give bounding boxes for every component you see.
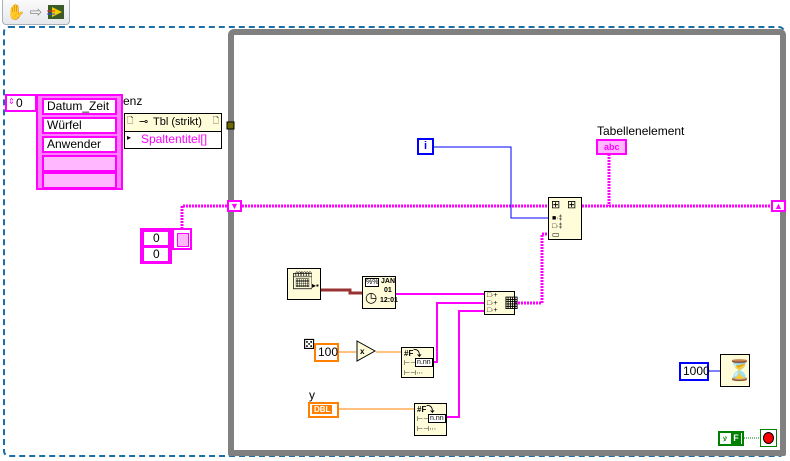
array-output-icon: ▦: [504, 294, 520, 311]
index-array-constant[interactable]: 0 0: [140, 228, 172, 264]
refnum-key-icon: ⊸: [139, 116, 149, 128]
index-value[interactable]: 0: [142, 230, 170, 247]
array-index-display[interactable]: ⇕ 0: [5, 94, 37, 112]
array-icon: ⊞: [567, 199, 577, 211]
index-value[interactable]: 0: [142, 246, 170, 263]
dbl-type: DBL: [312, 405, 333, 414]
dbl-control-label: y: [309, 388, 315, 402]
width-terminal-icon: ⊢⊣⋯: [417, 426, 437, 433]
string-indicator[interactable]: abc: [596, 139, 627, 155]
date-time: 12:01: [380, 297, 398, 304]
calendar-clock-icon: 🗓: [291, 271, 314, 291]
replace-array-subset-node[interactable]: ⊞ ⊞ ■·‡ □·‡ ▭: [548, 197, 582, 240]
indicator-type: abc: [604, 142, 620, 152]
width-terminal-icon: ⊢⊣: [404, 360, 417, 367]
wire-timestamp: [320, 288, 362, 295]
indicator-label: Tabellenelement: [597, 124, 685, 138]
svg-text:x: x: [360, 347, 365, 356]
number-to-fractional-string-node[interactable]: #F⤵ ⊢⊣ n.nn ⊢⊣⋯: [414, 403, 447, 436]
property-node-class: Tbl (strikt): [153, 116, 202, 128]
error-out-icon: 🗋: [212, 116, 219, 125]
wire-shift-register: [180, 204, 234, 229]
wire-iteration: [434, 146, 548, 219]
array-element[interactable]: Würfel: [42, 117, 117, 134]
get-date-time-node[interactable]: 🗓 ▸▪: [287, 268, 321, 300]
shift-register-right[interactable]: ▲: [771, 200, 786, 212]
string-array-constant[interactable]: Datum_Zeit Würfel Anwender: [36, 94, 123, 190]
wait-ms-node[interactable]: ⏳: [720, 354, 752, 387]
loop-condition-terminal[interactable]: [760, 429, 777, 447]
format-icon: #F⤵: [404, 349, 422, 358]
multiply-node[interactable]: x: [356, 340, 377, 362]
array-element-empty[interactable]: [42, 155, 117, 172]
shift-register-left[interactable]: ▼: [227, 200, 242, 212]
dbl-control[interactable]: DBL: [308, 402, 339, 418]
format-icon: #F⤵: [417, 405, 435, 414]
number-to-fractional-string-node[interactable]: #F⤵ ⊢⊣ n.nn ⊢⊣⋯: [401, 347, 434, 378]
build-array-inputs-icon: □·+□·+□·+: [487, 292, 498, 314]
random-dice-icon[interactable]: ⚄: [303, 336, 316, 352]
date-day: 01: [384, 287, 392, 294]
index-terminal-icon: ■·‡: [552, 215, 563, 222]
false-constant[interactable]: ꝟ F: [718, 431, 744, 446]
format-icon: %%: [365, 278, 380, 287]
property-node-header: 🗋 ⊸ Tbl (strikt) 🗋: [125, 114, 221, 132]
array-element[interactable]: Datum_Zeit: [42, 98, 117, 115]
element-terminal-icon: ▭: [552, 230, 560, 239]
output-terminal-icon: ▸▪: [312, 281, 319, 290]
clock-icon: ◷: [365, 289, 378, 305]
empty-array-constant[interactable]: [172, 228, 192, 250]
numeric-constant-100[interactable]: 100: [314, 343, 339, 362]
array-element-empty[interactable]: [42, 172, 117, 189]
array-icon: ⊞: [551, 199, 561, 211]
error-terminal-icon: 🗋: [127, 116, 134, 125]
hand-tool-icon[interactable]: ✋: [6, 4, 26, 21]
precision-icon: n.nn: [415, 358, 433, 367]
while-loop[interactable]: [228, 29, 786, 456]
wire-format-2: [447, 310, 484, 418]
false-value: F: [731, 433, 741, 444]
wait-ms-constant[interactable]: 1000: [679, 362, 710, 381]
build-array-node[interactable]: □·+□·+□·+ ▦: [484, 291, 519, 315]
precision-icon: n.nn: [428, 414, 446, 423]
step-arrow-icon[interactable]: ⇨: [29, 4, 43, 21]
width-terminal-icon: ⊢⊣⋯: [404, 370, 424, 377]
wire-format-1: [433, 302, 484, 363]
property-name[interactable]: Spaltentitel[]: [141, 132, 208, 146]
date-month: JAN: [381, 278, 396, 285]
metronome-icon: ⏳: [727, 360, 752, 382]
toolbar: ✋ ⇨: [2, 0, 70, 25]
input-arrow-icon: ▸: [127, 133, 132, 142]
stop-icon: [763, 432, 774, 444]
array-index-value: 0: [16, 96, 23, 110]
index-terminal-icon: □·‡: [552, 223, 563, 230]
control-label-partial: enz: [123, 94, 143, 108]
property-node[interactable]: 🗋 ⊸ Tbl (strikt) 🗋 ▸ Spaltentitel[]: [124, 113, 222, 149]
iteration-terminal: i: [417, 138, 434, 155]
array-element[interactable]: Anwender: [42, 136, 117, 153]
format-date-time-node[interactable]: %% JAN ◷ 01 12:01: [362, 276, 398, 309]
width-terminal-icon: ⊢⊣: [417, 416, 430, 423]
refnum-terminal: [226, 121, 235, 130]
highlight-execution-icon[interactable]: [47, 3, 65, 21]
wire-build-array-out: [515, 232, 548, 305]
boolean-icon: ꝟ: [723, 434, 728, 443]
